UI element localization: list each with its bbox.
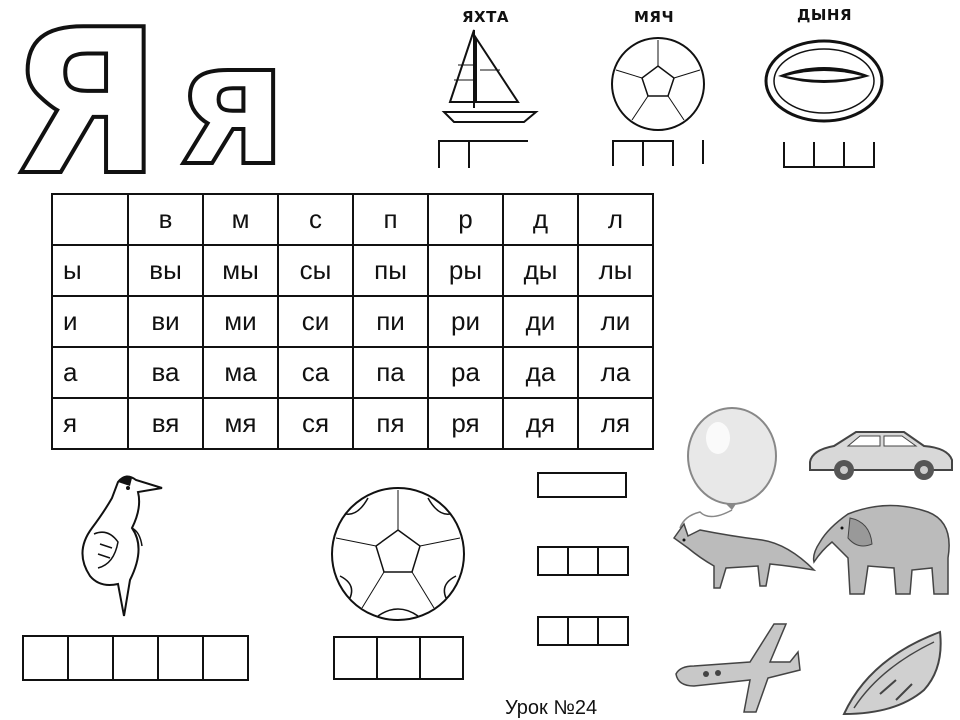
table-cell: вы [127, 244, 204, 297]
soccer-ball-icon [331, 487, 465, 621]
ball-scheme-box[interactable] [644, 140, 674, 166]
table-cell: я [51, 397, 129, 450]
scheme-box-cell[interactable] [599, 546, 629, 576]
table-cell [51, 193, 129, 246]
table-cell: р [427, 193, 504, 246]
woodpecker-icon [81, 475, 163, 617]
table-row: и ви ми си пи ри ди ли [51, 295, 654, 348]
big-letter-lower: я [176, 6, 289, 204]
table-cell: ся [277, 397, 354, 450]
table-cell: ды [502, 244, 579, 297]
table-cell: п [352, 193, 429, 246]
ball-scheme-box[interactable] [612, 140, 644, 166]
scheme-box-cell[interactable] [599, 616, 629, 646]
woodpecker-scheme-box[interactable] [22, 635, 69, 681]
table-cell: ра [427, 346, 504, 399]
table-cell: в [127, 193, 204, 246]
scheme-box-cell[interactable] [537, 616, 569, 646]
scheme-box-cell[interactable] [569, 546, 599, 576]
melon-scheme-box[interactable] [783, 142, 815, 168]
table-cell: ры [427, 244, 504, 297]
table-cell: ри [427, 295, 504, 348]
ball-icon [611, 37, 705, 131]
scheme-box-3 [537, 616, 629, 646]
ball-scheme-box[interactable] [674, 140, 704, 164]
syllable-table: в м с п р д л ы вы мы сы пы ры ды лы и в… [51, 193, 654, 450]
scheme-box-cell[interactable] [537, 472, 627, 498]
table-cell: л [577, 193, 654, 246]
table-cell: си [277, 295, 354, 348]
airplane-icon [675, 623, 801, 713]
table-cell: ли [577, 295, 654, 348]
fox-icon [672, 522, 817, 589]
table-cell: лы [577, 244, 654, 297]
big-letter-upper: Я [6, 0, 164, 220]
table-cell: д [502, 193, 579, 246]
soccer-ball-scheme-box[interactable] [421, 636, 464, 680]
table-cell: ла [577, 346, 654, 399]
ball-scheme [612, 140, 704, 166]
table-cell: са [277, 346, 354, 399]
scheme-box-2 [537, 546, 629, 576]
table-cell: м [202, 193, 279, 246]
caption-ball: МЯЧ [634, 8, 675, 26]
lesson-number: Урок №24 [505, 697, 598, 719]
table-cell: и [51, 295, 129, 348]
balloon-icon [679, 407, 777, 529]
table-cell: мы [202, 244, 279, 297]
melon-scheme-box[interactable] [815, 142, 845, 168]
table-cell: ди [502, 295, 579, 348]
table-cell: вя [127, 397, 204, 450]
table-cell: па [352, 346, 429, 399]
table-cell: дя [502, 397, 579, 450]
car-icon [809, 431, 953, 480]
scheme-box-cell[interactable] [569, 616, 599, 646]
yacht-icon [441, 29, 539, 123]
melon-scheme-box[interactable] [845, 142, 875, 168]
elephant-icon [812, 504, 950, 595]
scheme-box-cell[interactable] [537, 546, 569, 576]
caption-yacht: ЯХТА [462, 8, 509, 26]
table-cell: а [51, 346, 129, 399]
table-cell: пы [352, 244, 429, 297]
scheme-box-1 [537, 472, 627, 498]
table-cell: пи [352, 295, 429, 348]
soccer-ball-scheme-box[interactable] [333, 636, 378, 680]
soccer-ball-scheme [333, 636, 464, 680]
table-cell: ря [427, 397, 504, 450]
woodpecker-scheme-box[interactable] [114, 635, 159, 681]
woodpecker-scheme-box[interactable] [204, 635, 249, 681]
table-cell: ми [202, 295, 279, 348]
table-row: а ва ма са па ра да ла [51, 346, 654, 399]
melon-scheme [783, 142, 875, 168]
table-cell: мя [202, 397, 279, 450]
woodpecker-scheme-box[interactable] [159, 635, 204, 681]
caption-melon: ДЫНЯ [797, 6, 853, 24]
table-cell: ма [202, 346, 279, 399]
woodpecker-scheme-box[interactable] [69, 635, 114, 681]
table-cell: пя [352, 397, 429, 450]
table-cell: с [277, 193, 354, 246]
yacht-scheme [438, 140, 528, 168]
soccer-ball-scheme-box[interactable] [378, 636, 421, 680]
table-cell: ви [127, 295, 204, 348]
table-cell: да [502, 346, 579, 399]
table-row: я вя мя ся пя ря дя ля [51, 397, 654, 450]
table-row: ы вы мы сы пы ры ды лы [51, 244, 654, 297]
boat-icon [842, 630, 942, 716]
woodpecker-scheme [22, 635, 249, 681]
table-cell: ля [577, 397, 654, 450]
table-cell: ы [51, 244, 129, 297]
table-cell: сы [277, 244, 354, 297]
table-cell: ва [127, 346, 204, 399]
table-header-row: в м с п р д л [51, 193, 654, 246]
melon-icon [764, 39, 884, 123]
